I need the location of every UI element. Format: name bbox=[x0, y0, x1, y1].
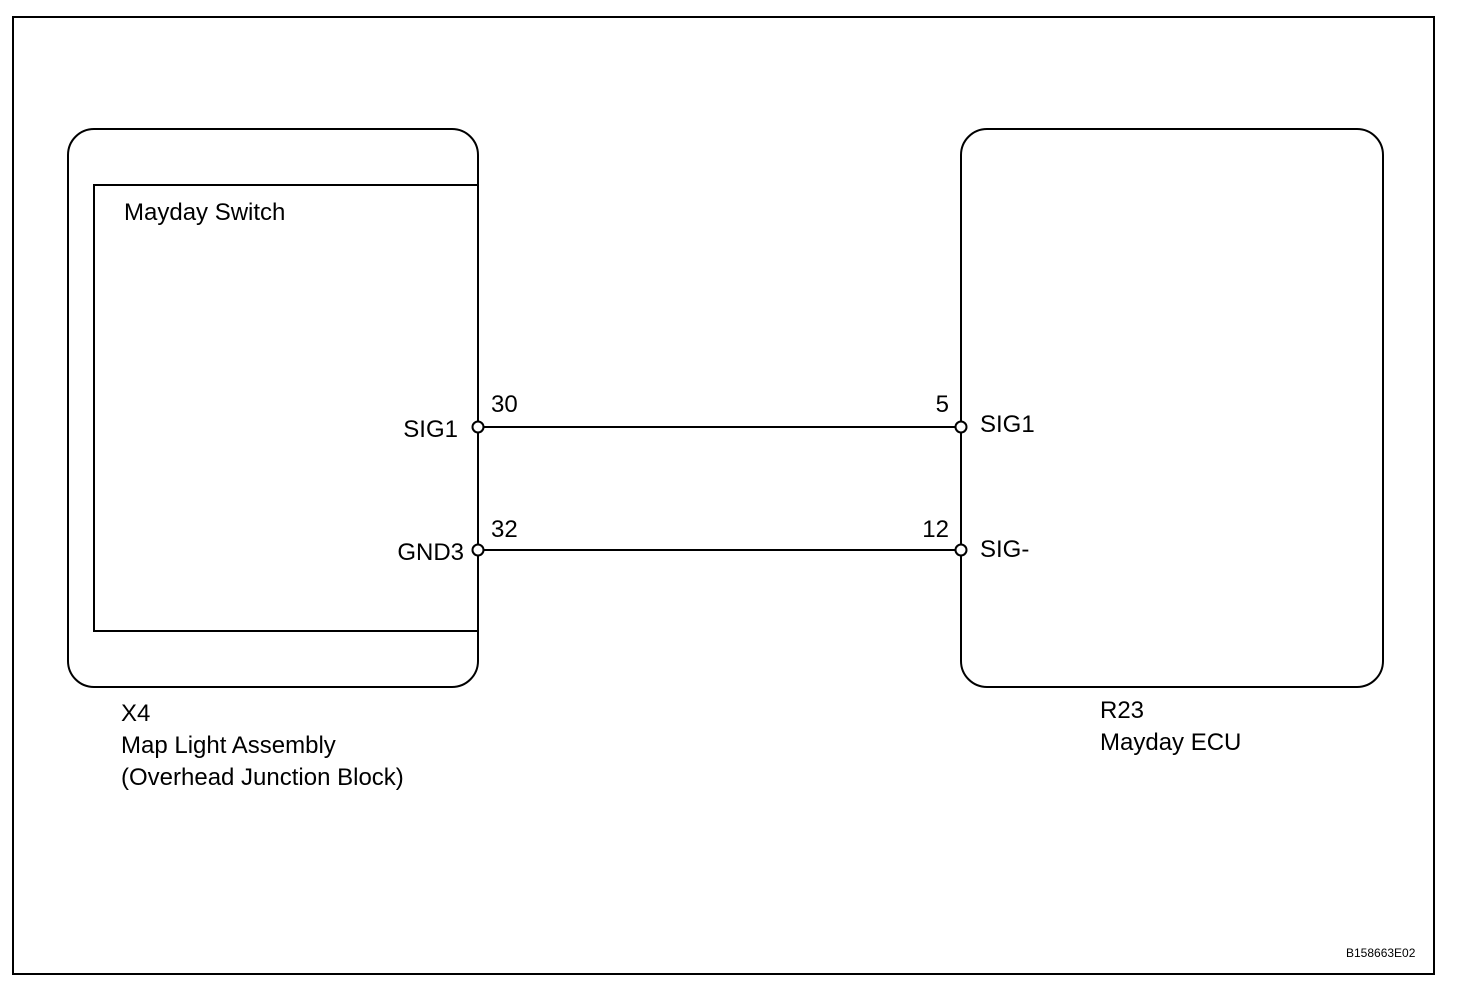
left-pin-30-signal: SIG1 bbox=[403, 416, 458, 443]
terminal-left-30 bbox=[471, 420, 485, 434]
right-pin-5-signal: SIG1 bbox=[980, 411, 1035, 438]
terminal-left-32 bbox=[471, 543, 485, 557]
left-pin-32-signal: GND3 bbox=[397, 539, 464, 566]
right-pin-5-number: 5 bbox=[935, 391, 949, 418]
right-component-name: Mayday ECU bbox=[1100, 729, 1242, 756]
map-light-assembly-box bbox=[67, 128, 479, 688]
left-connector-id: X4 bbox=[121, 700, 151, 727]
right-pin-12-number: 12 bbox=[922, 516, 949, 543]
left-pin-30-number: 30 bbox=[491, 391, 518, 418]
left-component-name: Map Light Assembly bbox=[121, 732, 336, 759]
outer-frame bbox=[12, 16, 1435, 975]
right-connector-id: R23 bbox=[1100, 697, 1145, 724]
mayday-switch-box bbox=[93, 184, 478, 632]
left-component-subname: (Overhead Junction Block) bbox=[121, 764, 404, 791]
mayday-ecu-box bbox=[960, 128, 1384, 688]
left-pin-32-number: 32 bbox=[491, 516, 518, 543]
right-pin-12-signal: SIG- bbox=[980, 536, 1030, 563]
terminal-right-5 bbox=[954, 420, 968, 434]
mayday-switch-label: Mayday Switch bbox=[124, 199, 286, 226]
figure-id: B158663E02 bbox=[1346, 946, 1416, 960]
terminal-right-12 bbox=[954, 543, 968, 557]
